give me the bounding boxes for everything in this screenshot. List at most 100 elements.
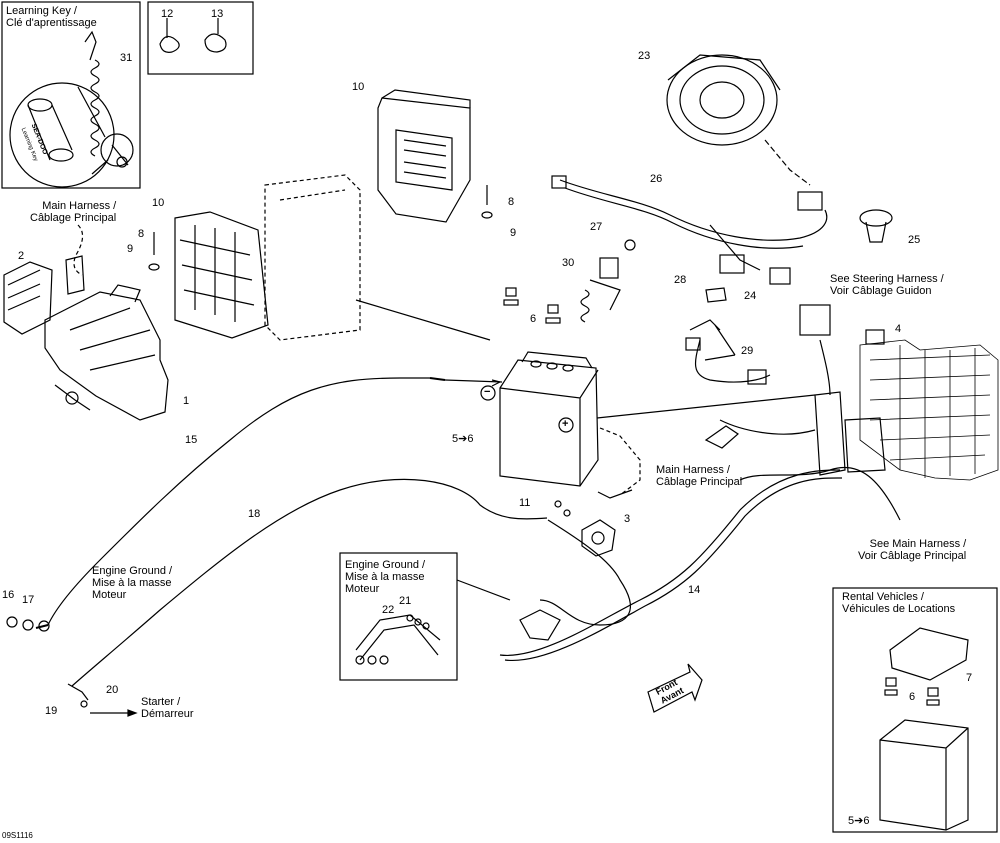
part-9-right: 9 <box>510 227 517 239</box>
rental-box-title-fr: Véhicules de Locations <box>842 603 956 615</box>
part-15: 15 <box>185 434 198 446</box>
rental-box-title: Rental Vehicles / Véhicules de Locations <box>842 591 955 615</box>
part-14: 14 <box>688 584 701 596</box>
washer-9-right <box>481 211 493 219</box>
part-4: 4 <box>895 323 902 335</box>
battery-harness-leader <box>596 394 816 419</box>
o-ring-27 <box>624 239 636 251</box>
fuse-box-2 <box>3 261 53 335</box>
part-5-6: 5➔6 <box>452 433 474 445</box>
learning-key-title-en: Learning Key / <box>6 5 77 17</box>
fuse-link <box>597 489 633 499</box>
harness-connector-24 <box>719 254 745 274</box>
diagram-code: 09S1116 <box>2 831 33 840</box>
part-28: 28 <box>674 274 687 286</box>
clip-13-shape <box>204 33 227 53</box>
part-1: 1 <box>183 395 190 407</box>
part-26: 26 <box>650 173 663 185</box>
callout-engine-ground-left-1: Engine Ground / <box>92 565 173 577</box>
part-27: 27 <box>590 221 603 233</box>
part-12: 12 <box>161 8 174 20</box>
nut-11 <box>554 500 562 508</box>
callout-engine-ground-left-2: Mise à la masse <box>92 577 172 589</box>
connector-28 <box>705 287 727 303</box>
part-9-left: 9 <box>127 243 134 255</box>
main-harness-left-dashed <box>73 224 84 276</box>
rental-part-6: 6 <box>909 691 916 703</box>
part-17: 17 <box>22 594 35 606</box>
battery-negative-mark: − <box>484 386 491 398</box>
harness-center-loop <box>539 519 631 626</box>
lanyard-clip <box>111 144 129 166</box>
front-arrow <box>647 663 703 713</box>
battery-main <box>480 351 599 487</box>
callout-starter-en: Starter / <box>141 696 181 708</box>
harness-connector-right <box>797 191 823 211</box>
engine-ground-box-title: Engine Ground / Mise à la masse Moteur <box>345 559 425 595</box>
callout-see-steering-fr: Voir Câblage Guidon <box>830 285 932 297</box>
battery-ghost <box>264 174 361 341</box>
harness-right <box>739 466 901 521</box>
harness-14 <box>499 469 841 656</box>
part-10-top: 10 <box>352 81 365 93</box>
learning-key-zoom-circle <box>9 82 115 188</box>
learning-key-body <box>27 98 74 162</box>
callout-see-steering: See Steering Harness / Voir Câblage Guid… <box>830 273 944 297</box>
battery-holder-front <box>174 211 269 339</box>
callout-engine-ground-left-3: Moteur <box>92 589 127 601</box>
learning-key-small-circle <box>100 133 134 167</box>
part-11: 11 <box>519 497 531 509</box>
cable-18 <box>71 478 548 687</box>
harness-module <box>799 304 886 476</box>
callout-engine-ground-left: Engine Ground / Mise à la masse Moteur <box>92 565 172 601</box>
callout-starter-fr: Démarreur <box>141 708 194 720</box>
part-30: 30 <box>562 257 575 269</box>
callout-main-harness-left-en: Main Harness / <box>42 200 117 212</box>
part-31: 31 <box>120 52 133 64</box>
steering-harness-26 <box>559 179 828 241</box>
learning-key-frame <box>1 1 141 189</box>
callout-see-main-en: See Main Harness / <box>869 538 967 550</box>
part-19: 19 <box>45 705 58 717</box>
rental-cover-7 <box>889 627 969 681</box>
washer-17 <box>22 619 34 631</box>
part-18: 18 <box>248 508 261 520</box>
part-23: 23 <box>638 50 651 62</box>
rental-battery <box>879 719 969 831</box>
part-3: 3 <box>624 513 631 525</box>
part-29: 29 <box>741 345 754 357</box>
engine-ground-box-line3: Moteur <box>345 583 380 595</box>
lanyard-cord <box>84 30 100 157</box>
part-8-left: 8 <box>138 228 145 240</box>
rental-battery-ref: 5➔6 <box>848 815 870 827</box>
part-8-right: 8 <box>508 196 515 208</box>
callout-main-harness-center: Main Harness / Câblage Principal <box>656 464 742 488</box>
nut-16 <box>6 616 18 628</box>
engine-block <box>859 339 999 481</box>
harness-connector-block <box>519 609 561 641</box>
callout-see-main: See Main Harness / Voir Câblage Principa… <box>858 538 966 562</box>
callout-main-harness-center-en: Main Harness / <box>656 464 730 476</box>
callout-main-harness-left-fr: Câblage Principal <box>30 212 117 224</box>
rental-part-7: 7 <box>966 672 973 684</box>
starter-solenoid-3 <box>581 519 616 557</box>
cap-25 <box>859 209 893 243</box>
callout-see-steering-en: See Steering Harness / <box>830 273 944 285</box>
ground-cable-short <box>54 384 91 411</box>
bolt-6-right <box>547 304 559 314</box>
mounting-bracket-1 <box>44 284 169 421</box>
part-25: 25 <box>908 234 921 246</box>
cable-end-19 <box>67 683 89 701</box>
part-10-left: 10 <box>152 197 165 209</box>
part-22: 22 <box>382 604 395 616</box>
battery-positive-mark: + <box>562 418 569 430</box>
callout-see-main-fr: Voir Câblage Principal <box>858 550 967 562</box>
sensor-29 <box>689 319 771 383</box>
callout-starter: Starter / Démarreur <box>141 696 194 720</box>
rental-box-title-en: Rental Vehicles / <box>842 591 924 603</box>
part-20: 20 <box>106 684 119 696</box>
harness-connector-left <box>551 175 567 189</box>
engine-ground-box-line1: Engine Ground / <box>345 559 426 571</box>
